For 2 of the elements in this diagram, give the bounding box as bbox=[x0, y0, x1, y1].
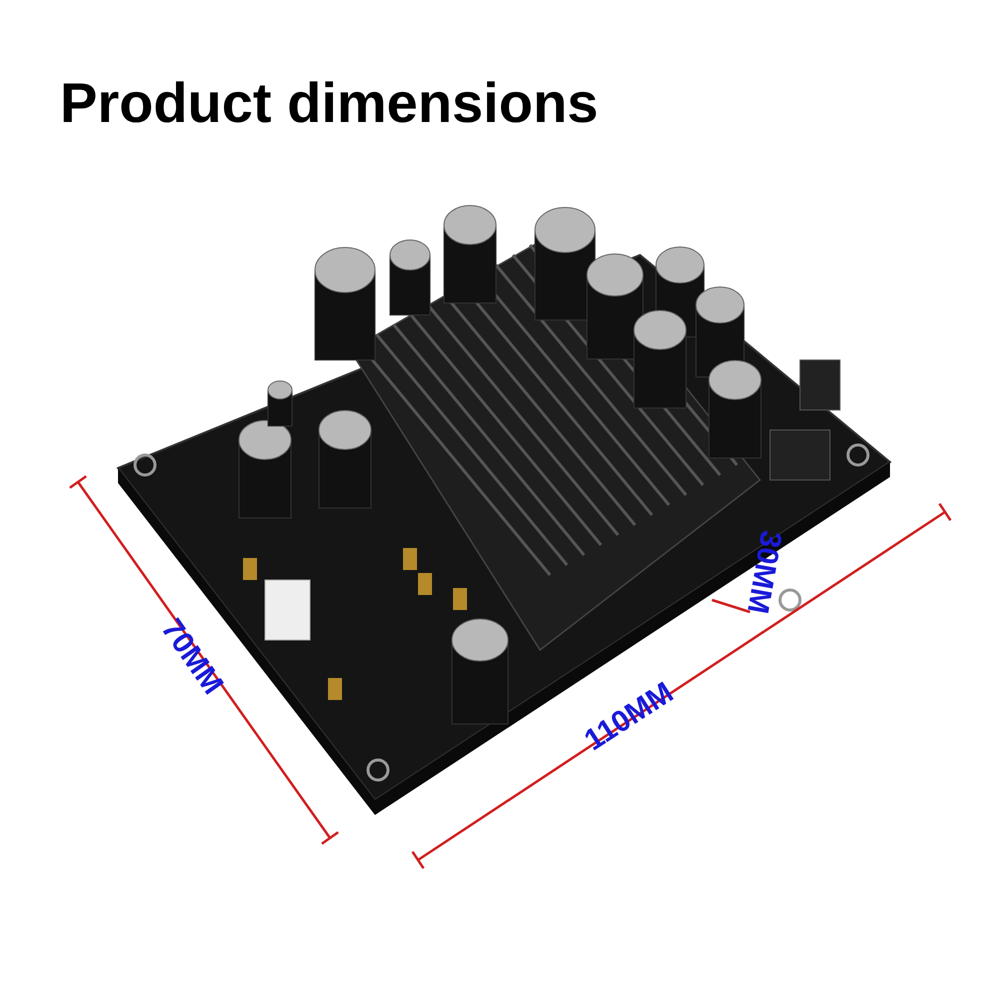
page-title: Product dimensions bbox=[60, 70, 598, 135]
dimension-label: 30MM bbox=[740, 528, 788, 616]
